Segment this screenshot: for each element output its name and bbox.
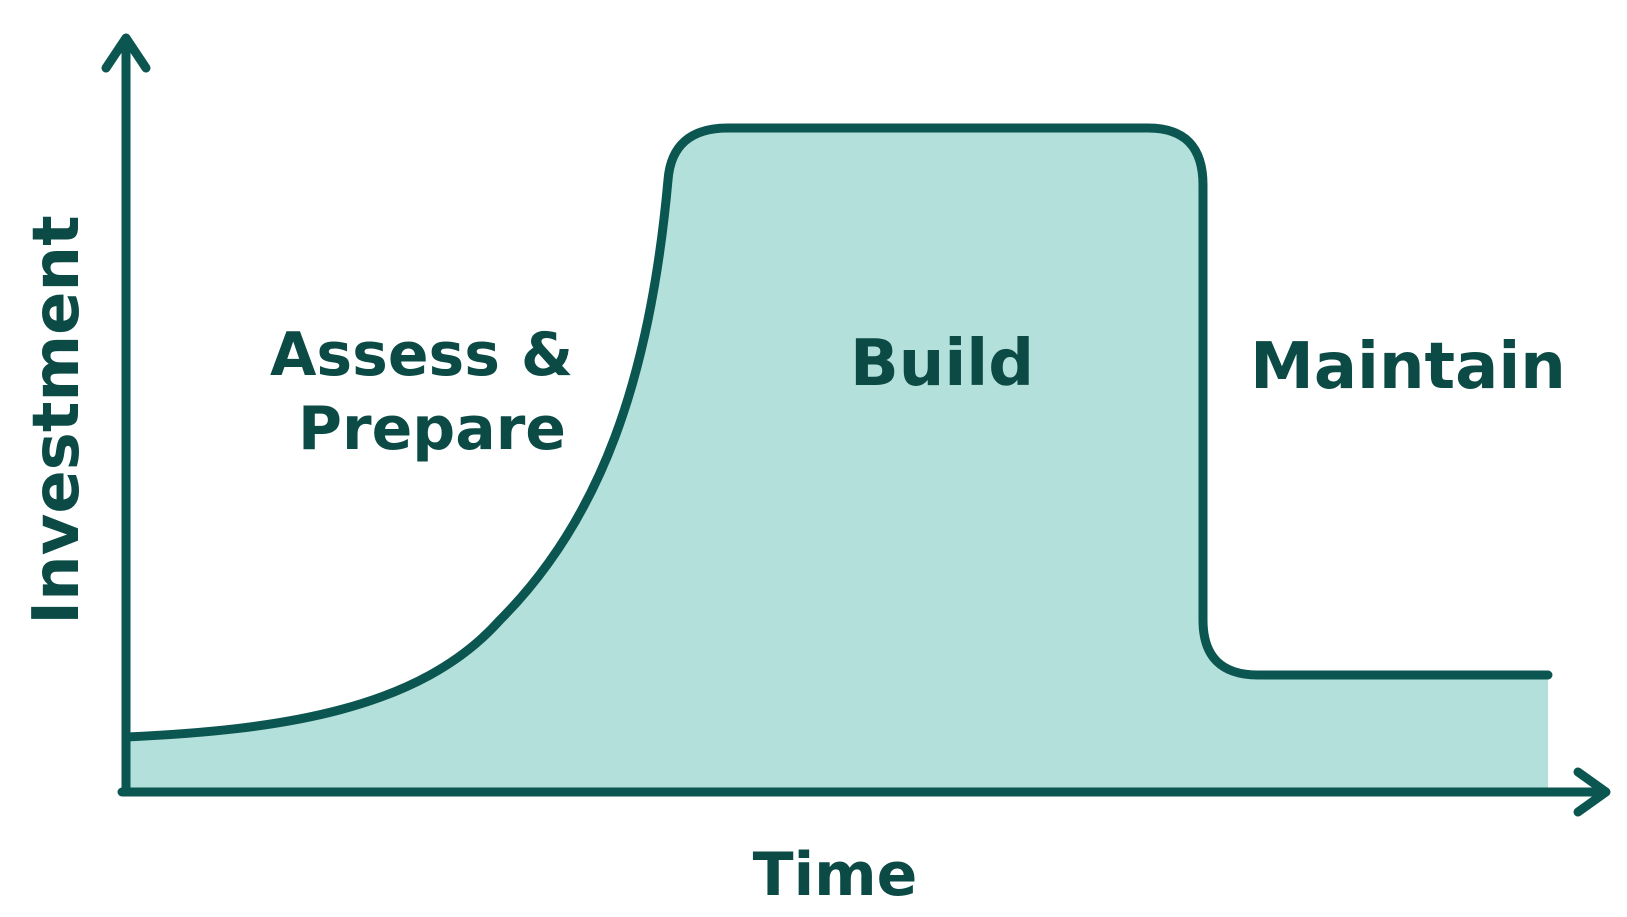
phase-label-line: Assess & bbox=[270, 320, 573, 390]
x-axis-label: Time bbox=[753, 840, 918, 910]
y-axis-arrow-icon bbox=[101, 33, 151, 73]
phase-label-line: Build bbox=[850, 327, 1034, 401]
x-axis-arrow-icon bbox=[1573, 767, 1611, 817]
investment-curve bbox=[121, 123, 1553, 742]
phase-label-maintain: Maintain bbox=[1250, 330, 1566, 404]
y-axis-label: Investment bbox=[20, 215, 94, 624]
phase-label-assess-prepare: Assess & Prepare bbox=[270, 320, 594, 464]
investment-area bbox=[126, 128, 1548, 790]
phase-label-line: Prepare bbox=[298, 394, 566, 464]
phase-label-line: Maintain bbox=[1250, 330, 1566, 404]
phase-label-build: Build bbox=[850, 327, 1034, 401]
